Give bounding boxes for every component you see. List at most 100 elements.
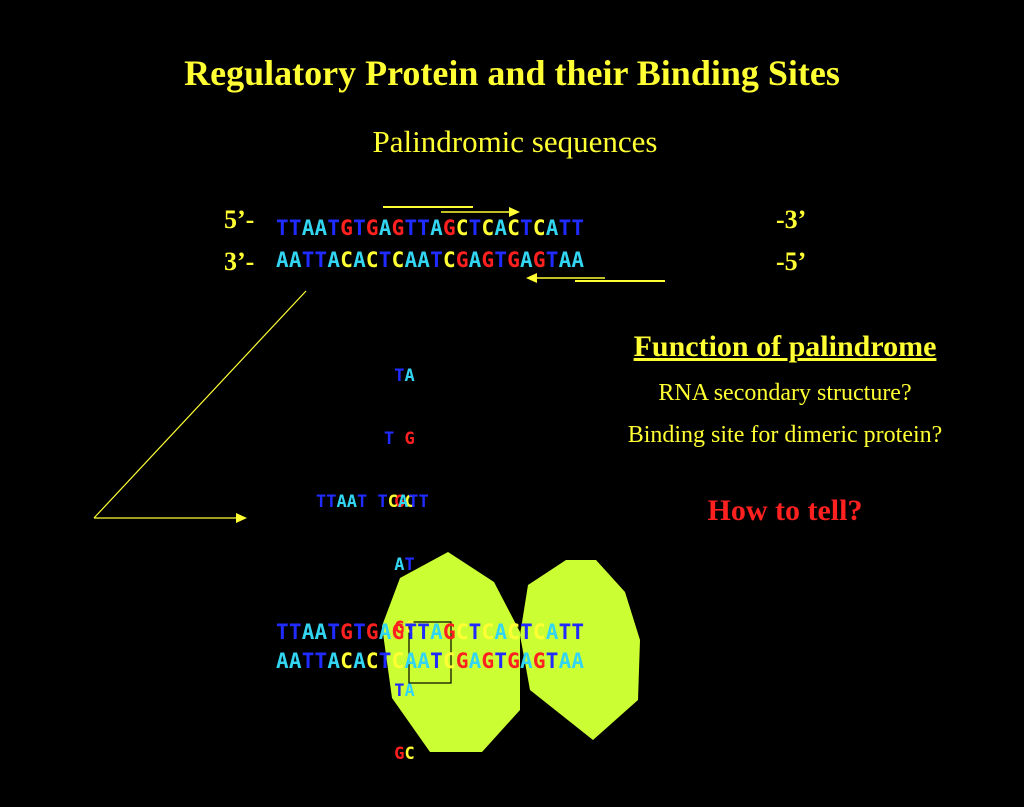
protein-dna-top-strand: TTAATGTGAGTTAGCTCACTCATT [276, 620, 584, 644]
nucleotide: G [507, 248, 521, 272]
nucleotide: T [404, 216, 418, 240]
nucleotide: A [301, 620, 315, 644]
nucleotide: T [327, 620, 341, 644]
nucleotide: C [507, 620, 521, 644]
nucleotide: G [507, 649, 521, 673]
nucleotide: T [404, 620, 418, 644]
nucleotide: T [430, 248, 443, 272]
nucleotide: T [301, 649, 315, 673]
nucleotide [384, 744, 394, 764]
nucleotide: G [532, 649, 546, 673]
nucleotide: A [378, 620, 392, 644]
diagram-graphics [93, 206, 665, 752]
nucleotide: T [378, 248, 392, 272]
nucleotide: T [276, 216, 289, 240]
nucleotide: C [455, 620, 469, 644]
nucleotide: T [417, 620, 431, 644]
nucleotide: A [417, 649, 431, 673]
nucleotide: T [326, 492, 337, 512]
nucleotide: A [468, 649, 482, 673]
five-prime-label-left: 5’- [224, 205, 255, 234]
hairpin-row: TA [384, 681, 425, 702]
function-line-dimer: Binding site for dimeric protein? [627, 422, 943, 448]
nucleotide: T [558, 620, 572, 644]
hairpin-row: T G [384, 429, 425, 450]
nucleotide: G [340, 620, 354, 644]
nucleotide [384, 366, 394, 386]
nucleotide: A [394, 555, 405, 575]
nucleotide: C [455, 216, 469, 240]
nucleotide: A [301, 216, 315, 240]
five-prime-label-right: -5’ [776, 247, 807, 276]
nucleotide: A [353, 649, 366, 673]
nucleotide: T [545, 248, 559, 272]
nucleotide: T [301, 248, 315, 272]
nucleotide: A [327, 649, 341, 673]
nucleotide: C [404, 492, 415, 512]
hairpin-base: TTAAT TCATT [316, 492, 429, 513]
how-to-tell-question: How to tell? [707, 494, 863, 527]
nucleotide: T [430, 649, 443, 673]
nucleotide: G [481, 649, 495, 673]
nucleotide: C [365, 649, 379, 673]
nucleotide: A [494, 620, 508, 644]
nucleotide: G [391, 216, 405, 240]
nucleotide: G [455, 649, 469, 673]
nucleotide: A [430, 620, 443, 644]
nucleotide: A [314, 216, 328, 240]
slide-title: Regulatory Protein and their Binding Sit… [184, 53, 840, 93]
nucleotide [367, 492, 377, 512]
nucleotide: T [288, 620, 302, 644]
nucleotide: T [545, 649, 559, 673]
nucleotide: T [571, 216, 585, 240]
nucleotide: T [314, 248, 328, 272]
nucleotide: A [378, 216, 392, 240]
nucleotide: A [520, 248, 533, 272]
nucleotide: A [327, 248, 341, 272]
nucleotide: G [340, 216, 354, 240]
nucleotide: A [571, 649, 585, 673]
nucleotide: G [365, 620, 379, 644]
nucleotide: C [391, 248, 405, 272]
hairpin-row: GC [384, 618, 425, 639]
nucleotide: A [398, 492, 409, 512]
nucleotide: T [520, 620, 533, 644]
nucleotide: C [365, 248, 379, 272]
fold-arrow-head [236, 513, 247, 523]
nucleotide: G [394, 492, 405, 512]
nucleotide: T [468, 620, 482, 644]
nucleotide: T [558, 216, 572, 240]
nucleotide: T [288, 216, 302, 240]
nucleotide: T [394, 366, 405, 386]
nucleotide: T [494, 649, 508, 673]
nucleotide: A [288, 248, 302, 272]
nucleotide: A [494, 216, 508, 240]
nucleotide: T [571, 620, 585, 644]
three-prime-label-right: -3’ [776, 205, 807, 234]
nucleotide: G [365, 216, 379, 240]
nucleotide: C [391, 649, 405, 673]
nucleotide: G [442, 216, 456, 240]
hairpin-stem: TA T G GC AT GC TA GC [384, 324, 425, 807]
nucleotide: T [418, 492, 429, 512]
nucleotide: G [404, 429, 415, 449]
nucleotide: T [357, 492, 368, 512]
nucleotide: C [442, 248, 456, 272]
three-prime-label-left: 3’- [224, 247, 255, 276]
nucleotide: A [430, 216, 443, 240]
nucleotide: A [276, 649, 289, 673]
nucleotide: T [404, 555, 415, 575]
nucleotide: C [481, 620, 495, 644]
nucleotide: T [316, 492, 327, 512]
nucleotide: T [353, 620, 366, 644]
nucleotide: A [404, 681, 415, 701]
nucleotide [384, 555, 394, 575]
nucleotide: A [404, 248, 418, 272]
nucleotide: T [394, 681, 405, 701]
nucleotide: A [288, 649, 302, 673]
nucleotide: C [532, 216, 546, 240]
function-line-rna: RNA secondary structure? [658, 380, 912, 406]
nucleotide: T [494, 248, 508, 272]
dna-top-strand: TTAATGTGAGTTAGCTCACTCATT [276, 216, 584, 240]
nucleotide: T [378, 649, 392, 673]
